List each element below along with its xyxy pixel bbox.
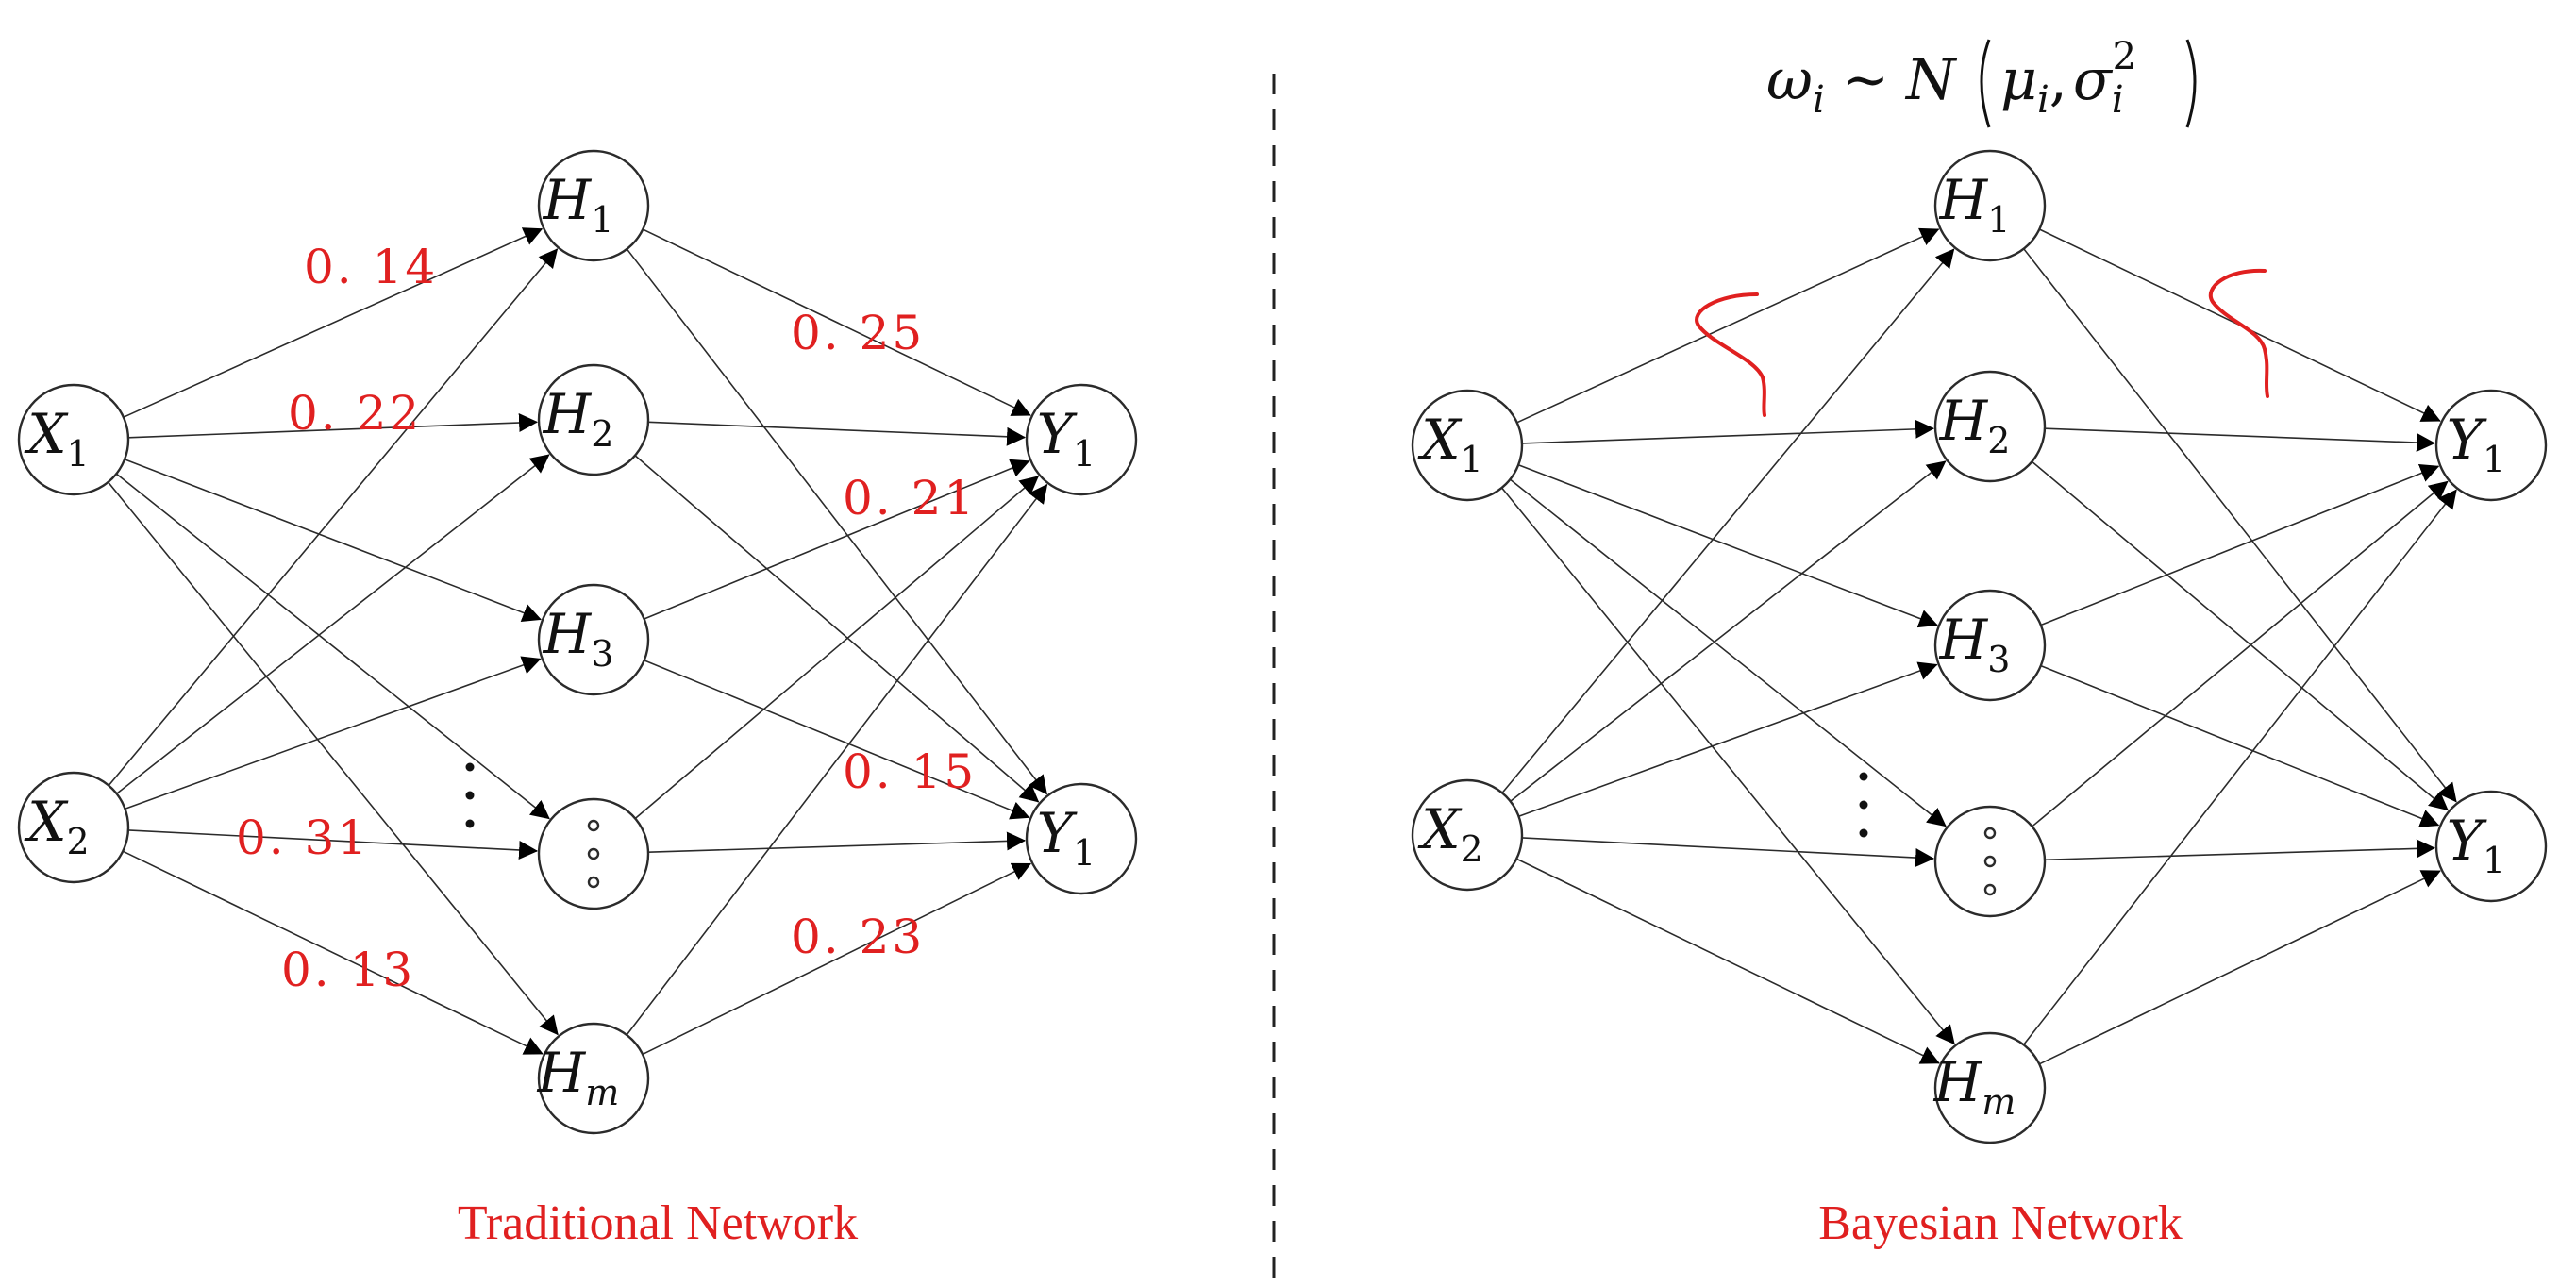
edge-x1-hm [1500,487,1955,1045]
weight-label-x2-hm: 0. 13 [281,943,415,997]
node-label: Y1 [1037,801,1096,874]
node-h1: H1 [537,149,650,262]
weight-label-x2-hd: 0. 31 [236,810,370,865]
ellipsis-dots-bayesian [1859,772,1868,838]
bayesian-network-caption: Bayesian Network [1818,1196,2183,1250]
node-h2: H2 [537,363,650,476]
edge-x2-h2 [116,454,550,794]
bayesian-edges [1500,227,2457,1065]
ellipsis-dots-traditional [465,762,475,828]
edge-h1-y1b [626,248,1048,795]
node-y1b: Y1 [2434,790,2548,903]
weight-label-hm-y2: 0. 23 [791,910,925,964]
node-label: H2 [1939,389,2011,461]
weight-distribution-squiggle-right [2209,268,2269,398]
edge-x2-h3 [1518,661,1938,817]
edge-h2-y1b [634,455,1040,803]
node-label: Hm [537,1041,620,1113]
node-label: Y1 [2447,408,2505,480]
svg-text:μi,σi2: μi,σi2 [2000,35,2136,122]
node-label: H1 [543,168,614,241]
edge-h2-y1a [2044,427,2436,453]
edge-x1-h3 [124,459,542,622]
edge-x2-hd [1521,837,1935,867]
svg-text:ωi~N: ωi~N [1766,47,1958,122]
edge-x2-hm [122,850,544,1055]
edge-hm-y1b [642,862,1032,1056]
node-label: Y1 [1037,402,1096,475]
traditional-weight-labels: 0. 14 0. 22 0. 31 0. 13 0. 25 0. 21 0. 1… [236,240,977,997]
node-label: H3 [1939,608,2011,680]
node-hm: Hm [1933,1031,2047,1144]
edge-hd-y1a [2032,480,2449,827]
node-label: X1 [24,402,89,475]
node-y1b: Y1 [1025,782,1138,895]
edge-hd-y1b [2044,839,2436,861]
weight-label-h3-y1: 0. 21 [843,471,977,526]
weight-distribution-squiggle-left [1695,292,1766,417]
edge-x1-hd [115,473,550,820]
edge-hm-y1a [2023,489,2457,1045]
edge-x2-h3 [125,656,542,810]
node-h3: H3 [537,583,650,696]
weight-label-h1-y1: 0. 25 [791,306,925,360]
node-hd [1933,805,2047,918]
node-x2: X2 [1411,778,1524,892]
edge-x2-h1 [108,248,559,787]
edge-h3-y1b [644,660,1030,820]
node-label: X2 [24,790,89,862]
traditional-edges [107,227,1048,1056]
edge-h3-y1a [2040,464,2440,626]
edge-hm-y1a [626,483,1048,1036]
node-x1: X1 [17,383,130,496]
node-h3: H3 [1933,589,2047,702]
node-y1a: Y1 [1025,383,1138,496]
node-label: X1 [1417,408,1482,480]
node-label: X2 [1417,797,1482,870]
node-x2: X2 [17,771,130,884]
edge-x2-hm [1515,858,1940,1064]
edge-x1-h3 [1517,463,1938,628]
edge-h2-y1a [647,421,1027,446]
edge-x1-h2 [1521,419,1935,444]
edge-x2-hd [127,829,539,860]
node-label: H3 [543,602,614,675]
node-hm: Hm [537,1022,650,1135]
edge-hd-y1b [647,831,1027,854]
node-y1a: Y1 [2434,389,2548,502]
node-label: H2 [543,382,614,455]
weight-label-x1-h2: 0. 22 [288,386,422,441]
node-hd [537,797,650,910]
edge-x2-h1 [1501,248,1955,793]
traditional-network-caption: Traditional Network [458,1196,858,1250]
edge-h2-y1b [2031,460,2449,811]
edge-x1-hd [1509,478,1947,827]
node-label: Y1 [2447,809,2505,881]
edge-hm-y1b [2038,870,2441,1065]
node-label: H1 [1939,168,2011,241]
weight-label-x1-h1: 0. 14 [304,240,438,294]
edge-h1-y1b [2023,248,2457,803]
edge-x1-hm [107,481,559,1036]
weight-label-h3-y2: 0. 15 [843,744,977,799]
edge-hd-y1a [634,476,1040,820]
edge-x1-h2 [127,413,539,439]
node-h1: H1 [1933,149,2047,262]
edge-h1-y1a [642,228,1031,416]
edge-h3-y1a [644,459,1030,620]
node-h2: H2 [1933,370,2047,483]
node-label: Hm [1933,1050,2016,1123]
weight-distribution-formula: ωi~N μi,σi2 [1766,35,2197,128]
node-x1: X1 [1411,389,1524,502]
edge-x1-h1 [1516,227,1940,424]
edge-x1-h1 [123,227,544,418]
edge-x2-h2 [1510,460,1947,802]
edge-h3-y1b [2040,664,2440,827]
